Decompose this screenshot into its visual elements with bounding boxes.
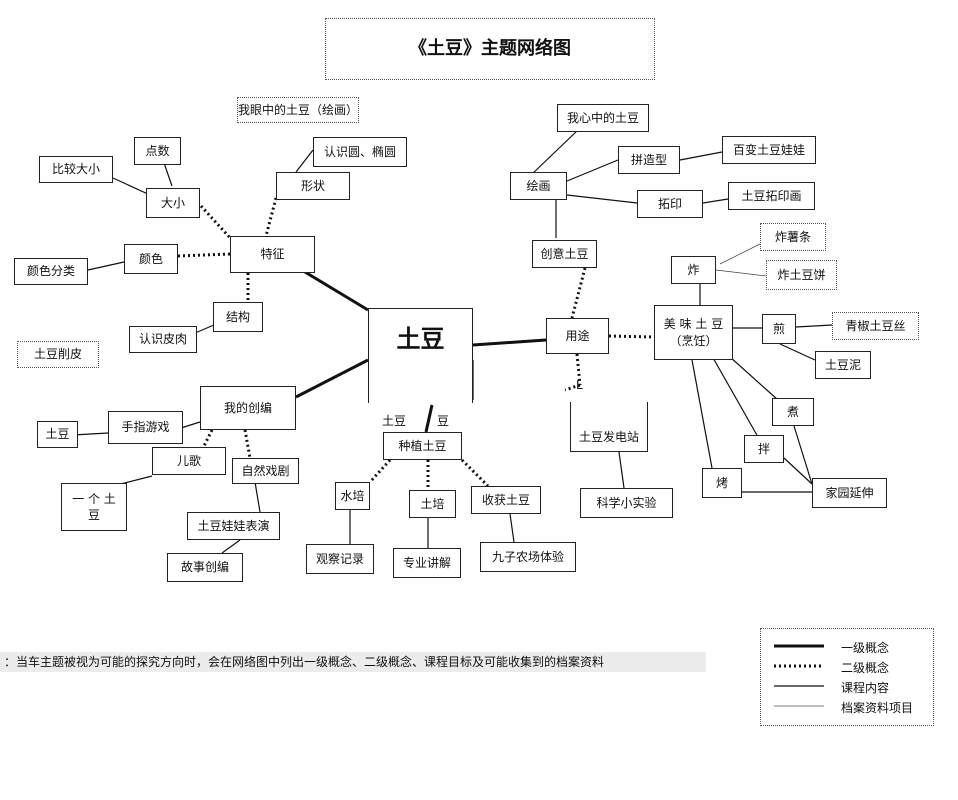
node-shouzhi: 手指游戏 bbox=[108, 411, 183, 444]
legend: 一级概念 二级概念 课程内容 档案资料项目 bbox=[760, 628, 934, 726]
node-daxiao: 大小 bbox=[146, 188, 200, 218]
node-zhatudoubing: 炸土豆饼 bbox=[766, 260, 837, 290]
node-tudou-small: 土豆 bbox=[37, 421, 78, 448]
legend-item-level1: 一级概念 bbox=[761, 637, 935, 657]
node-yige-tudou: 一 个 土 豆 bbox=[61, 483, 127, 531]
node-yongtu: 用途 bbox=[546, 318, 609, 354]
fragment-text-1: 土豆 bbox=[382, 414, 407, 428]
node-kao: 烤 bbox=[702, 468, 742, 498]
footnote-text: ：当车主题被视为可能的探究方向时，会在网络图中列出一级概念、二级概念、课程目标及… bbox=[0, 652, 706, 672]
fragment-text-3: L bbox=[576, 378, 583, 392]
fragment-text-2: 豆 bbox=[437, 414, 450, 428]
node-chuangyi: 创意土豆 bbox=[532, 240, 597, 268]
node-jiuzi: 九子农场体验 bbox=[480, 542, 576, 572]
node-renshi-pirou: 认识皮肉 bbox=[129, 326, 197, 353]
node-huihua: 绘画 bbox=[510, 172, 567, 200]
node-yanjing: 我眼中的土豆（绘画） bbox=[237, 97, 359, 123]
legend-item-course: 课程内容 bbox=[761, 677, 935, 697]
node-shouhuo: 收获土豆 bbox=[471, 486, 541, 514]
node-shuipei: 水培 bbox=[335, 482, 370, 510]
node-jiayuan: 家园延伸 bbox=[812, 478, 887, 508]
legend-label: 一级概念 bbox=[841, 641, 890, 655]
node-tupei: 土培 bbox=[409, 490, 456, 518]
legend-item-archive: 档案资料项目 bbox=[761, 697, 935, 717]
node-jian: 煎 bbox=[762, 314, 796, 344]
node-fadianzhan: 土豆发电站 bbox=[570, 402, 648, 452]
node-bijiao: 比较大小 bbox=[39, 156, 113, 183]
legend-item-level2: 二级概念 bbox=[761, 657, 935, 677]
node-ban: 拌 bbox=[744, 435, 784, 463]
node-yanse-fenlei: 颜色分类 bbox=[14, 258, 88, 285]
node-zhongzhi: 种植土豆 bbox=[383, 432, 462, 460]
node-ziran-xiju: 自然戏剧 bbox=[232, 458, 299, 484]
node-zhu: 煮 bbox=[772, 398, 814, 426]
node-zhuanye: 专业讲解 bbox=[393, 548, 461, 578]
node-gushi: 故事创编 bbox=[167, 553, 243, 582]
node-guancha: 观察记录 bbox=[306, 544, 374, 574]
node-jiegou: 结构 bbox=[213, 302, 263, 332]
node-xinzhong: 我心中的土豆 bbox=[557, 104, 649, 132]
node-renshi-yuan: 认识圆、椭圆 bbox=[313, 137, 407, 167]
node-qingjiao: 青椒土豆丝 bbox=[832, 312, 919, 340]
legend-label: 二级概念 bbox=[841, 661, 890, 675]
node-meiwei: 美 味 土 豆 （烹饪） bbox=[654, 305, 733, 360]
node-tezheng: 特征 bbox=[230, 236, 315, 273]
node-baibian: 百变土豆娃娃 bbox=[722, 136, 816, 164]
node-tuoyin: 拓印 bbox=[637, 190, 703, 218]
legend-label: 课程内容 bbox=[841, 681, 890, 695]
node-chuangbian: 我的创编 bbox=[200, 386, 296, 430]
node-pinzao: 拼造型 bbox=[618, 146, 680, 174]
node-wawa-biaoyan: 土豆娃娃表演 bbox=[187, 512, 280, 540]
node-tuoyinhua: 土豆拓印画 bbox=[728, 182, 815, 210]
node-yanse: 颜色 bbox=[124, 244, 178, 274]
node-erge: 儿歌 bbox=[152, 447, 226, 475]
node-kexue: 科学小实验 bbox=[580, 488, 673, 518]
diagram-title: 《土豆》主题网络图 bbox=[325, 18, 655, 80]
node-zha: 炸 bbox=[671, 256, 716, 284]
node-tudouni: 土豆泥 bbox=[815, 351, 871, 379]
center-node: 土豆 bbox=[368, 308, 473, 403]
node-dianshu: 点数 bbox=[134, 137, 181, 165]
node-zhashutiao: 炸薯条 bbox=[760, 223, 826, 251]
node-tudou-xuepi: 土豆削皮 bbox=[17, 341, 99, 368]
node-xingzhuang: 形状 bbox=[276, 172, 350, 200]
legend-label: 档案资料项目 bbox=[841, 701, 914, 715]
